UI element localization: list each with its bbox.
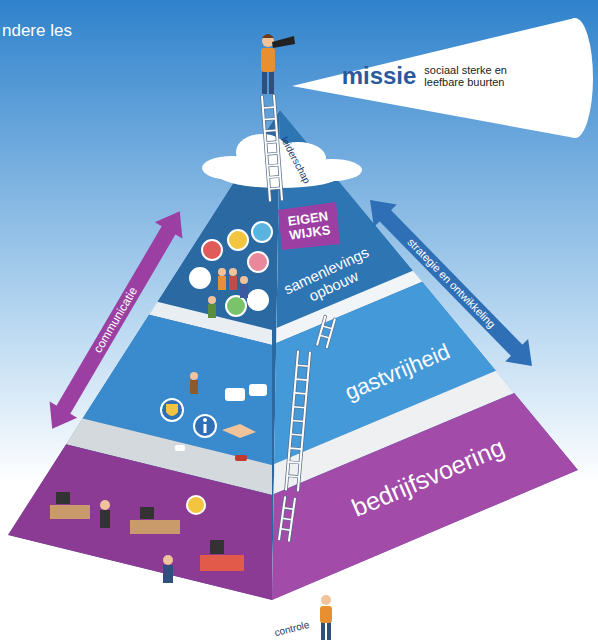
telescope-beam (292, 18, 593, 138)
ladder-stroke (269, 187, 281, 191)
ladder-stroke (262, 96, 270, 200)
ladder-stroke (266, 153, 278, 156)
ladder-stroke (264, 118, 276, 121)
node-title: samenlevings opbouw (280, 243, 381, 313)
ladder-stroke (290, 448, 302, 449)
community-icons (190, 222, 272, 316)
ladder-stroke (320, 335, 330, 338)
ladder-stroke (323, 326, 333, 329)
arrow-label: strategie en ontwikkeling (404, 236, 498, 332)
ladder-stroke (281, 529, 291, 530)
logo-backing (278, 202, 340, 250)
people-figures (208, 268, 248, 318)
ladder-stroke (317, 317, 325, 345)
strategy-arrow (359, 189, 544, 377)
ladder-stroke (288, 462, 300, 463)
ladder-stroke (290, 448, 302, 449)
ladder-stroke (266, 141, 278, 144)
office-illustration (50, 492, 244, 583)
hospitality-icons (161, 372, 267, 461)
ladder-stroke (284, 508, 294, 509)
pyramid-middle-band: gastvrijheid (339, 336, 457, 408)
ladder-stroke (265, 129, 277, 132)
pyramid-left-face (0, 110, 280, 640)
ladder-stroke (281, 529, 291, 530)
ladder-stroke (288, 462, 300, 463)
controller-person (320, 595, 332, 640)
ladder-stroke (323, 326, 333, 329)
communication-arrow (38, 203, 193, 437)
pyramid-right-face (272, 110, 598, 640)
ladder-stroke (284, 508, 294, 509)
logo-text: EIGEN WIJKS (281, 208, 337, 244)
person-with-telescope (261, 34, 295, 94)
ladder-stroke (320, 335, 330, 338)
ladder-stroke (282, 518, 292, 519)
ladder-stroke (297, 365, 309, 366)
ladder-stroke (266, 140, 278, 144)
ladder-stroke (294, 393, 306, 394)
ladder-stroke (296, 379, 308, 380)
ladder-stroke (267, 163, 279, 167)
node-title: gastvrijheid (342, 339, 455, 405)
node-title: bedrijfsvoering (348, 434, 509, 523)
ladder-stroke (291, 434, 303, 435)
ladder-stroke (268, 176, 280, 179)
ladder-stroke (274, 96, 282, 200)
ladder-stroke (268, 175, 280, 179)
pyramid-top-band: samenlevings opbouw (277, 240, 383, 316)
control-label: controle (273, 618, 311, 637)
ladder-stroke (292, 420, 304, 421)
ladder-stroke (263, 106, 275, 109)
ladder-stroke (293, 407, 305, 408)
pyramid-bottom-band: bedrijfsvoering (345, 431, 511, 526)
ladder-stroke (292, 420, 304, 421)
ladder-stroke (262, 96, 270, 200)
slide-title-fragment: ndere les (2, 22, 72, 41)
ladder-stroke (274, 96, 282, 200)
ladder-stroke (293, 407, 305, 408)
mission-beam-box: missie sociaal sterke en leefbare buurten (338, 61, 539, 92)
ladder-stroke (317, 317, 325, 345)
ladder-stroke (296, 379, 308, 380)
ladder-stroke (265, 129, 277, 133)
leadership-label: leiderschap (279, 134, 313, 185)
ladder-stroke (297, 365, 309, 366)
ladder-stroke (264, 117, 276, 121)
ladder-stroke (266, 152, 278, 156)
ladder-stroke (327, 319, 335, 347)
node-body: sociaal sterke en leefbare buurten (424, 64, 534, 88)
ladder-stroke (287, 476, 299, 477)
ladder-stroke (291, 434, 303, 435)
ladder-stroke (287, 476, 299, 477)
ladder-stroke (267, 164, 279, 167)
ladder-stroke (282, 518, 292, 519)
node-title: missie (342, 63, 417, 89)
ladder-stroke (269, 187, 281, 190)
ladder-stroke (263, 106, 275, 110)
ladder-stroke (294, 393, 306, 394)
ladder-stroke (327, 319, 335, 347)
arrow-label: communicatie (91, 285, 141, 357)
ladders (262, 96, 335, 541)
